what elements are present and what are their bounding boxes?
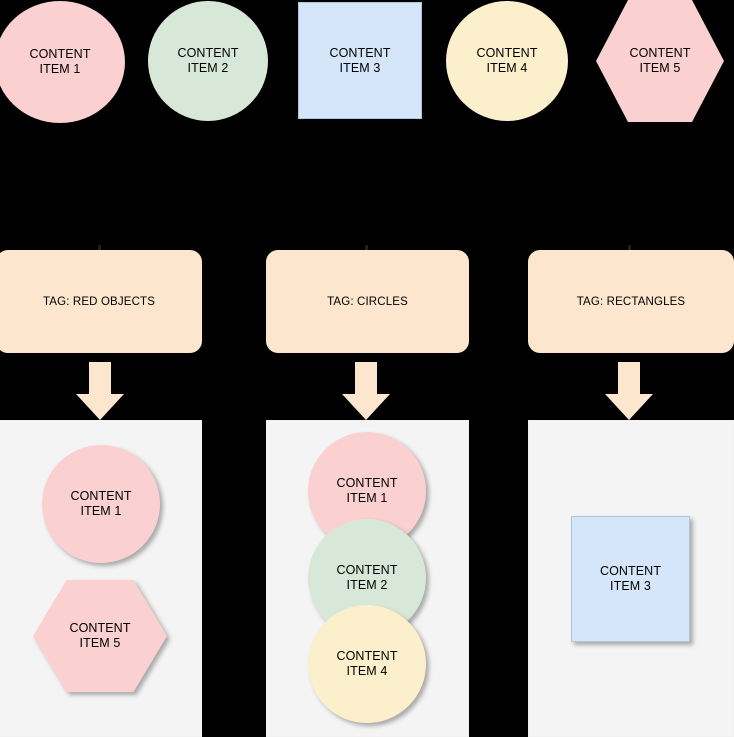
tag-label: TAG: CIRCLES (327, 295, 408, 308)
tag-rectangles[interactable]: TAG: RECTANGLES (528, 250, 734, 353)
grouped-item-4[interactable]: CONTENT ITEM 4 (308, 605, 426, 723)
arrow-circles (342, 362, 390, 420)
rectangle-shape (571, 516, 690, 642)
rectangle-shape (298, 2, 422, 119)
connector-stub-rectangles (628, 245, 631, 250)
tag-label: TAG: RED OBJECTS (42, 295, 156, 308)
grouped-item-3[interactable]: CONTENT ITEM 3 (571, 516, 690, 642)
down-arrow-icon (605, 362, 653, 420)
arrow-red-objects (76, 362, 124, 420)
circle-shape (42, 445, 160, 563)
content-item-3[interactable]: CONTENT ITEM 3 (298, 2, 422, 119)
connector-stub-circles (365, 245, 368, 250)
content-item-4[interactable]: CONTENT ITEM 4 (446, 1, 568, 121)
connector-stub-red-objects (98, 245, 101, 250)
hexagon-shape (33, 580, 167, 692)
circle-shape (308, 605, 426, 723)
circle-shape (446, 1, 568, 121)
circle-shape (148, 1, 268, 121)
grouped-item-5[interactable]: CONTENT ITEM 5 (33, 580, 167, 692)
down-arrow-icon (76, 362, 124, 420)
arrow-rectangles (605, 362, 653, 420)
tag-red-objects[interactable]: TAG: RED OBJECTS (0, 250, 202, 353)
content-item-2[interactable]: CONTENT ITEM 2 (148, 1, 268, 121)
down-arrow-icon (342, 362, 390, 420)
content-item-5[interactable]: CONTENT ITEM 5 (596, 0, 724, 122)
tag-label: TAG: RECTANGLES (576, 295, 686, 308)
content-item-1[interactable]: CONTENT ITEM 1 (0, 1, 125, 123)
tag-circles[interactable]: TAG: CIRCLES (266, 250, 469, 353)
hexagon-shape (596, 0, 724, 122)
grouped-item-1[interactable]: CONTENT ITEM 1 (42, 445, 160, 563)
circle-shape (0, 1, 125, 123)
